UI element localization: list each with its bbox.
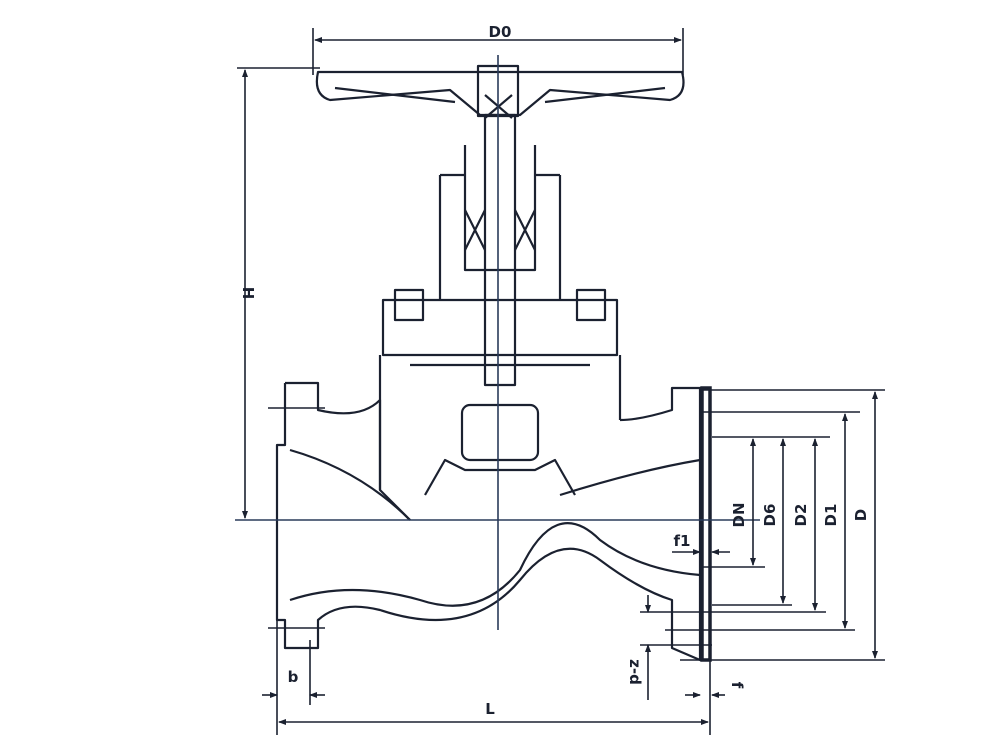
dimension-arrows <box>242 37 878 725</box>
label-f1: f1 <box>674 532 691 550</box>
label-d0: D0 <box>489 23 512 41</box>
label-dn: DN <box>730 502 748 527</box>
label-h: H <box>239 287 257 300</box>
extension-lines <box>235 28 885 735</box>
label-z-d: z-d <box>626 659 644 685</box>
handwheel <box>315 64 685 119</box>
label-d: D <box>852 509 870 521</box>
label-b: b <box>288 668 299 686</box>
label-d6: D6 <box>761 504 779 527</box>
label-f: f <box>728 682 746 689</box>
label-d1: D1 <box>822 504 840 527</box>
label-l: L <box>485 700 495 718</box>
stem-bonnet <box>378 113 622 496</box>
label-d2: D2 <box>792 504 810 527</box>
valve-body <box>275 381 712 662</box>
